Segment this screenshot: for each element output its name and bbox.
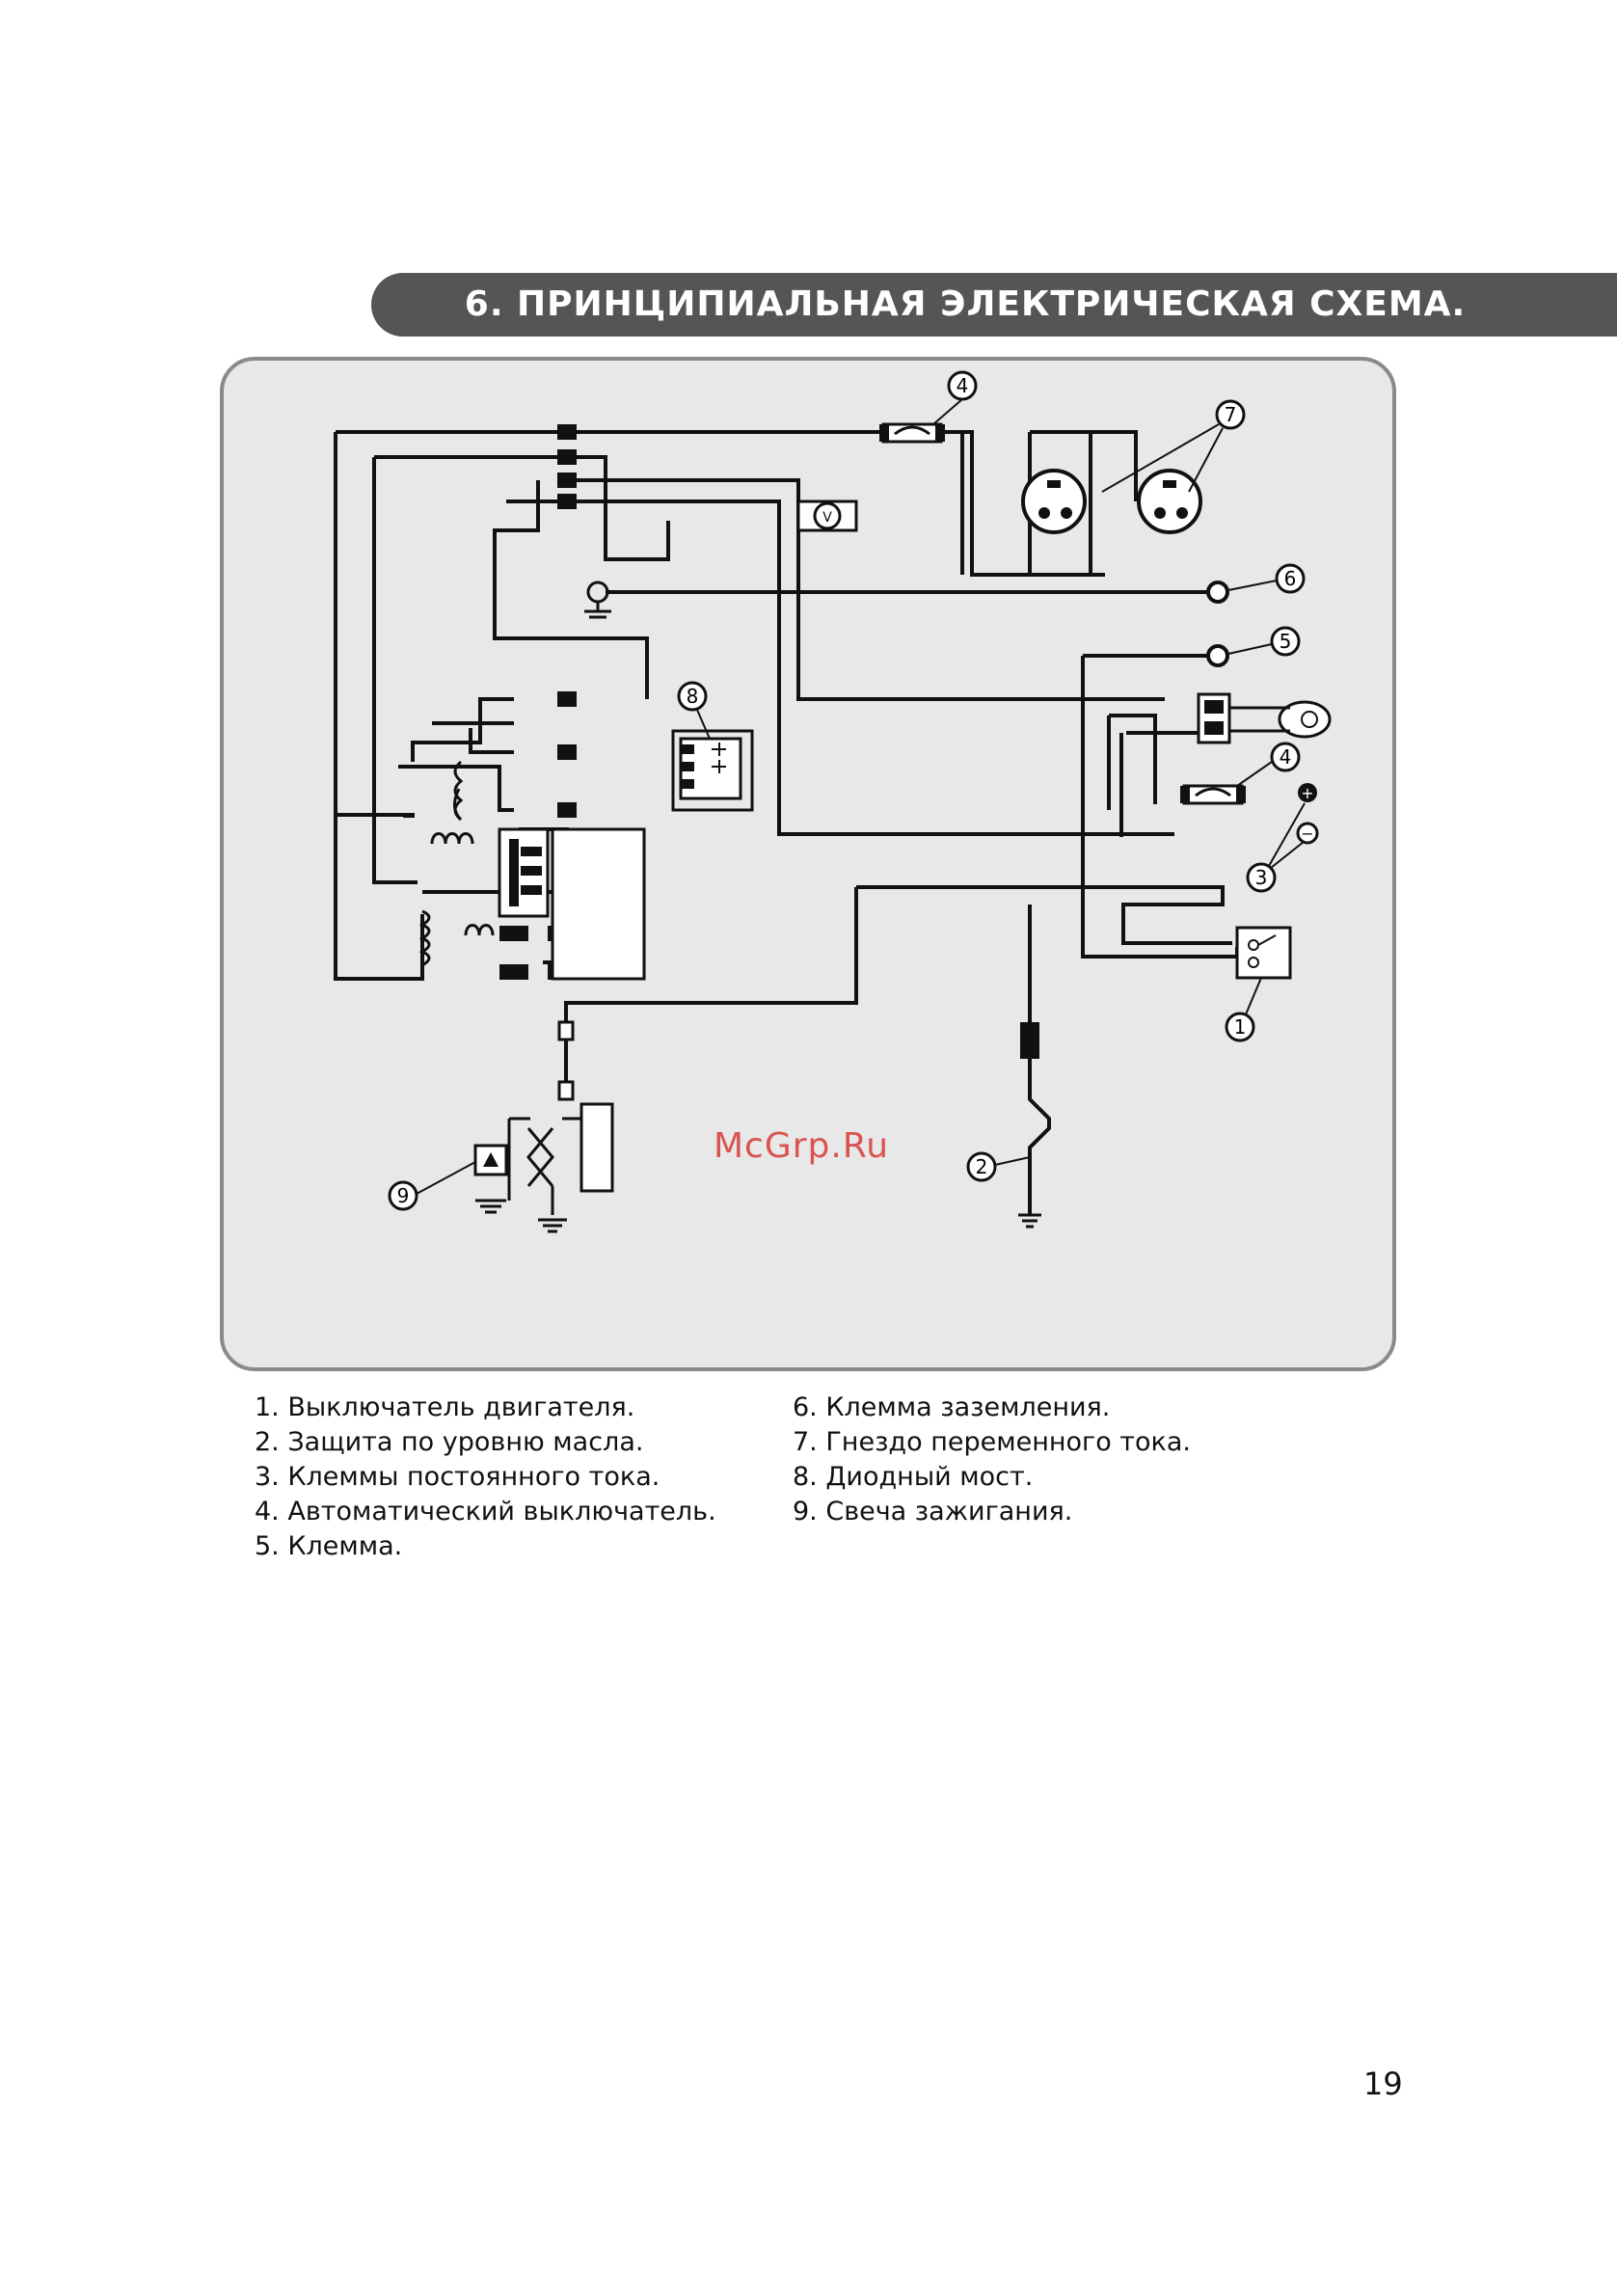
voltmeter-label: V bbox=[822, 510, 832, 526]
legend-item-8: 8. Диодный мост. bbox=[793, 1460, 1191, 1495]
voltmeter: V bbox=[798, 501, 856, 530]
callout-1: 1 bbox=[1226, 978, 1261, 1040]
dc-minus-label: − bbox=[1301, 824, 1313, 843]
dc-terminals: + − bbox=[1298, 783, 1317, 843]
ground-terminal bbox=[1208, 582, 1227, 602]
relay-block bbox=[1199, 694, 1330, 743]
breaker-top bbox=[879, 424, 945, 442]
terminal-5 bbox=[1208, 646, 1227, 665]
legend-item-2: 2. Защита по уровню масла. bbox=[255, 1425, 716, 1460]
wires bbox=[336, 432, 1237, 1215]
callout-8-label: 8 bbox=[687, 685, 699, 708]
callout-4-top: 4 bbox=[933, 372, 976, 424]
page-number: 19 bbox=[1363, 2066, 1403, 2102]
ground-symbol-top bbox=[584, 582, 611, 617]
engine-switch bbox=[1237, 928, 1290, 978]
ac-socket-2 bbox=[1139, 471, 1200, 532]
callout-3: 3 bbox=[1248, 803, 1305, 891]
callout-4-dc-label: 4 bbox=[1280, 745, 1292, 769]
ignition-coil bbox=[475, 1022, 612, 1231]
legend-item-7: 7. Гнездо переменного тока. bbox=[793, 1425, 1191, 1460]
callout-5: 5 bbox=[1228, 628, 1299, 655]
legend-item-4: 4. Автоматический выключатель. bbox=[255, 1495, 716, 1529]
callout-4-dc: 4 bbox=[1237, 743, 1299, 786]
callout-2: 2 bbox=[968, 1153, 1030, 1180]
legend-item-6: 6. Клемма заземления. bbox=[793, 1391, 1191, 1425]
legend-item-1: 1. Выключатель двигателя. bbox=[255, 1391, 716, 1425]
callout-3-label: 3 bbox=[1255, 866, 1268, 889]
callout-1-label: 1 bbox=[1234, 1015, 1247, 1039]
callout-5-label: 5 bbox=[1280, 630, 1292, 653]
ac-socket-1 bbox=[1023, 471, 1085, 532]
callout-6: 6 bbox=[1228, 565, 1304, 592]
section-title: 6. ПРИНЦИПИАЛЬНАЯ ЭЛЕКТРИЧЕСКАЯ СХЕМА. bbox=[371, 273, 1617, 337]
coils bbox=[422, 762, 493, 965]
legend-left-column: 1. Выключатель двигателя. 2. Защита по у… bbox=[255, 1391, 716, 1564]
callout-9-label: 9 bbox=[397, 1184, 410, 1207]
legend-item-3: 3. Клеммы постоянного тока. bbox=[255, 1460, 716, 1495]
callout-7-label: 7 bbox=[1225, 403, 1237, 426]
watermark: McGrp.Ru bbox=[714, 1126, 889, 1166]
callout-9: 9 bbox=[390, 1162, 475, 1209]
dc-plus-label: + bbox=[1301, 784, 1313, 802]
section-title-bar: 6. ПРИНЦИПИАЛЬНАЯ ЭЛЕКТРИЧЕСКАЯ СХЕМА. bbox=[371, 273, 1617, 337]
generator-block bbox=[499, 829, 644, 980]
callout-6-label: 6 bbox=[1284, 567, 1297, 590]
callout-2-label: 2 bbox=[976, 1155, 988, 1178]
callout-4-top-label: 4 bbox=[957, 374, 969, 397]
diode-bridge bbox=[673, 731, 752, 810]
legend-right-column: 6. Клемма заземления. 7. Гнездо переменн… bbox=[793, 1391, 1191, 1529]
legend-item-5: 5. Клемма. bbox=[255, 1529, 716, 1564]
breaker-dc bbox=[1180, 786, 1246, 803]
wiring-schematic: V + bbox=[220, 357, 1396, 1371]
legend-item-9: 9. Свеча зажигания. bbox=[793, 1495, 1191, 1529]
